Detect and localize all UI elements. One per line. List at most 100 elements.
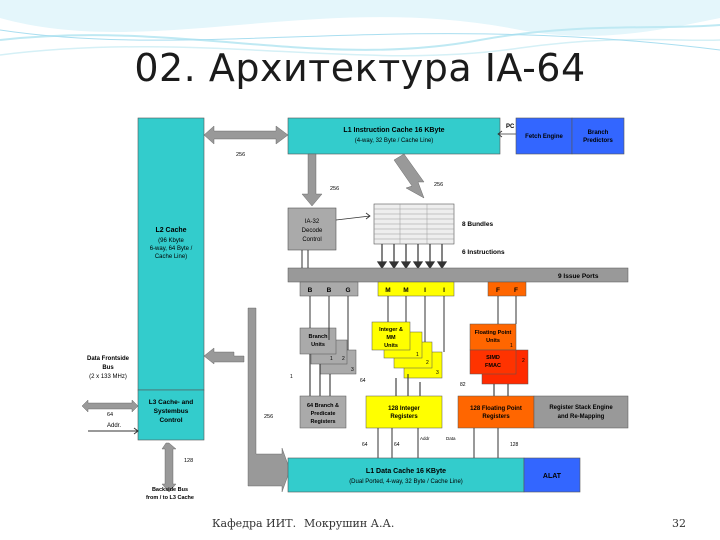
l3-cache-control-block [137, 389, 205, 441]
branch-units-stack: Branch Units 1 2 3 [299, 327, 357, 375]
int-unit-num-2: 2 [426, 360, 429, 366]
l1i-subtitle: (4-way, 32 Byte / Cache Line) [355, 138, 434, 144]
register-stack-engine [533, 395, 629, 429]
branch-regs-label-3: Registers [310, 419, 335, 425]
branch-ports: B B G [299, 281, 359, 297]
wire-addr: Addr [420, 436, 430, 441]
branch-unit-num-2: 2 [342, 356, 345, 362]
fp-units-stack: Floating Point Units SIMD FMAC 1 2 [469, 323, 529, 385]
simd-label-2: FMAC [485, 363, 501, 369]
header-wave-decoration [0, 0, 720, 57]
port-m-1: M [385, 287, 390, 294]
bsb-label-2: from / to L3 Cache [146, 495, 194, 501]
port-b-1: B [308, 287, 313, 294]
int-unit-num-1: 1 [416, 352, 419, 358]
l2-l1d-width: 256 [264, 414, 273, 420]
fsb-data-arrow [81, 399, 139, 413]
fsb-label-2: Bus [102, 365, 114, 371]
wire-64: 64 [360, 378, 366, 384]
bsb-width-128: 128 [184, 458, 193, 464]
ia64-architecture-diagram: L2 Cache (96 Kbyte 6-way, 64 Byte / Cach… [81, 117, 629, 501]
bsb-label-1: Backside Bus [152, 487, 188, 493]
fp-regs-label-1: 128 Floating Point [470, 406, 522, 412]
fsb-width-64: 64 [107, 412, 113, 418]
l2-cache-block [137, 117, 205, 391]
port-g: G [345, 287, 350, 294]
l2-to-register-arrow [203, 347, 245, 365]
int-units-label-3: Units [384, 343, 398, 349]
l3-label-1: L3 Cache- and [149, 399, 193, 406]
page-number: 32 [672, 517, 686, 530]
footer-author: Мокрушин А.А. [304, 517, 395, 530]
rse-label-1: Register Stack Engine [549, 405, 613, 411]
instructions-label: 6 Instructions [462, 249, 505, 256]
branch-predictors-label-1: Branch [588, 130, 609, 136]
l3-label-3: Control [159, 417, 182, 424]
footer-department: Кафедра ИИТ. [212, 517, 297, 530]
l3-label-2: Systembus [154, 408, 189, 415]
wire-128: 128 [510, 442, 519, 448]
issue-ports-label: 9 Issue Ports [558, 273, 599, 280]
wire-1: 1 [290, 374, 293, 380]
pc-label: PC [506, 124, 515, 130]
fsb-label-3: (2 x 133 MHz) [89, 374, 127, 380]
port-f-1: F [496, 287, 500, 294]
instruction-bundles-buffer [373, 203, 455, 245]
slide-title: 02. Архитектура IA-64 [134, 46, 586, 90]
l1-data-cache [287, 457, 525, 493]
branch-predictors-label-2: Predictors [583, 138, 613, 144]
port-to-unit-lines [309, 296, 517, 352]
fetch-engine-label: Fetch Engine [525, 134, 563, 140]
alat-label: ALAT [543, 473, 562, 480]
ia32-to-bundles-arrow [335, 212, 371, 221]
fp-units-label-2: Units [486, 338, 500, 344]
integer-units-stack: Integer & MM Units 1 2 3 [371, 321, 443, 379]
ia32-label-2: Decode [302, 228, 323, 234]
l2-cache-title: L2 Cache [155, 227, 186, 234]
addr-arrow [88, 427, 139, 435]
fp-unit-num-1: 1 [510, 343, 513, 349]
l2-cache-size: (96 Kbyte [158, 238, 184, 244]
integer-registers [365, 395, 443, 429]
rse-label-2: and Re-Mapping [558, 414, 605, 420]
l1i-to-ia32-arrow [301, 153, 323, 207]
branch-units-label-2: Units [311, 342, 325, 348]
wire-82: 82 [460, 382, 466, 388]
int-units-label-2: MM [386, 335, 396, 341]
l1-instruction-cache [287, 117, 501, 155]
addr-label: Addr. [107, 423, 121, 429]
backside-bus-arrow [161, 442, 177, 493]
int-regs-label-1: 128 Integer [388, 406, 420, 412]
simd-label-1: SIMD [486, 355, 500, 361]
port-b-2: B [327, 287, 332, 294]
fsb-label-1: Data Frontside [87, 356, 130, 362]
branch-regs-label-2: Predicate [311, 411, 336, 417]
ia32-label-1: IA-32 [305, 219, 320, 225]
fp-regs-label-2: Registers [482, 414, 510, 420]
branch-unit-num-1: 1 [330, 356, 333, 362]
branch-units-label-1: Branch [309, 334, 329, 340]
bundles-label: 8 Bundles [462, 221, 493, 228]
l1i-to-bundles-arrow [393, 153, 425, 199]
branch-unit-num-3: 3 [351, 367, 354, 373]
pc-arrow [497, 130, 518, 138]
ia32-to-ports-arrow [301, 250, 309, 268]
wire-64-b: 64 [394, 442, 400, 448]
l2-to-l1d-arrow [247, 307, 291, 493]
register-to-l1d-lines [377, 428, 499, 458]
l2-to-l1i-arrow [203, 125, 289, 145]
instruction-dispatch-arrows [376, 244, 448, 270]
wire-64-a: 64 [362, 442, 368, 448]
int-units-label-1: Integer & [379, 327, 403, 333]
ia32-label-3: Control [302, 237, 321, 243]
l1i-title: L1 Instruction Cache 16 KByte [343, 127, 444, 134]
issue-ports-bar [287, 267, 629, 283]
int-unit-num-3: 3 [436, 370, 439, 376]
l2-cache-line: Cache Line) [155, 254, 187, 260]
fp-registers [457, 395, 535, 429]
alat-block [523, 457, 581, 493]
port-m-2: M [403, 287, 408, 294]
int-regs-label-2: Registers [390, 414, 418, 420]
l1i-bundles-width: 256 [434, 182, 443, 188]
port-i-2: I [443, 287, 445, 294]
